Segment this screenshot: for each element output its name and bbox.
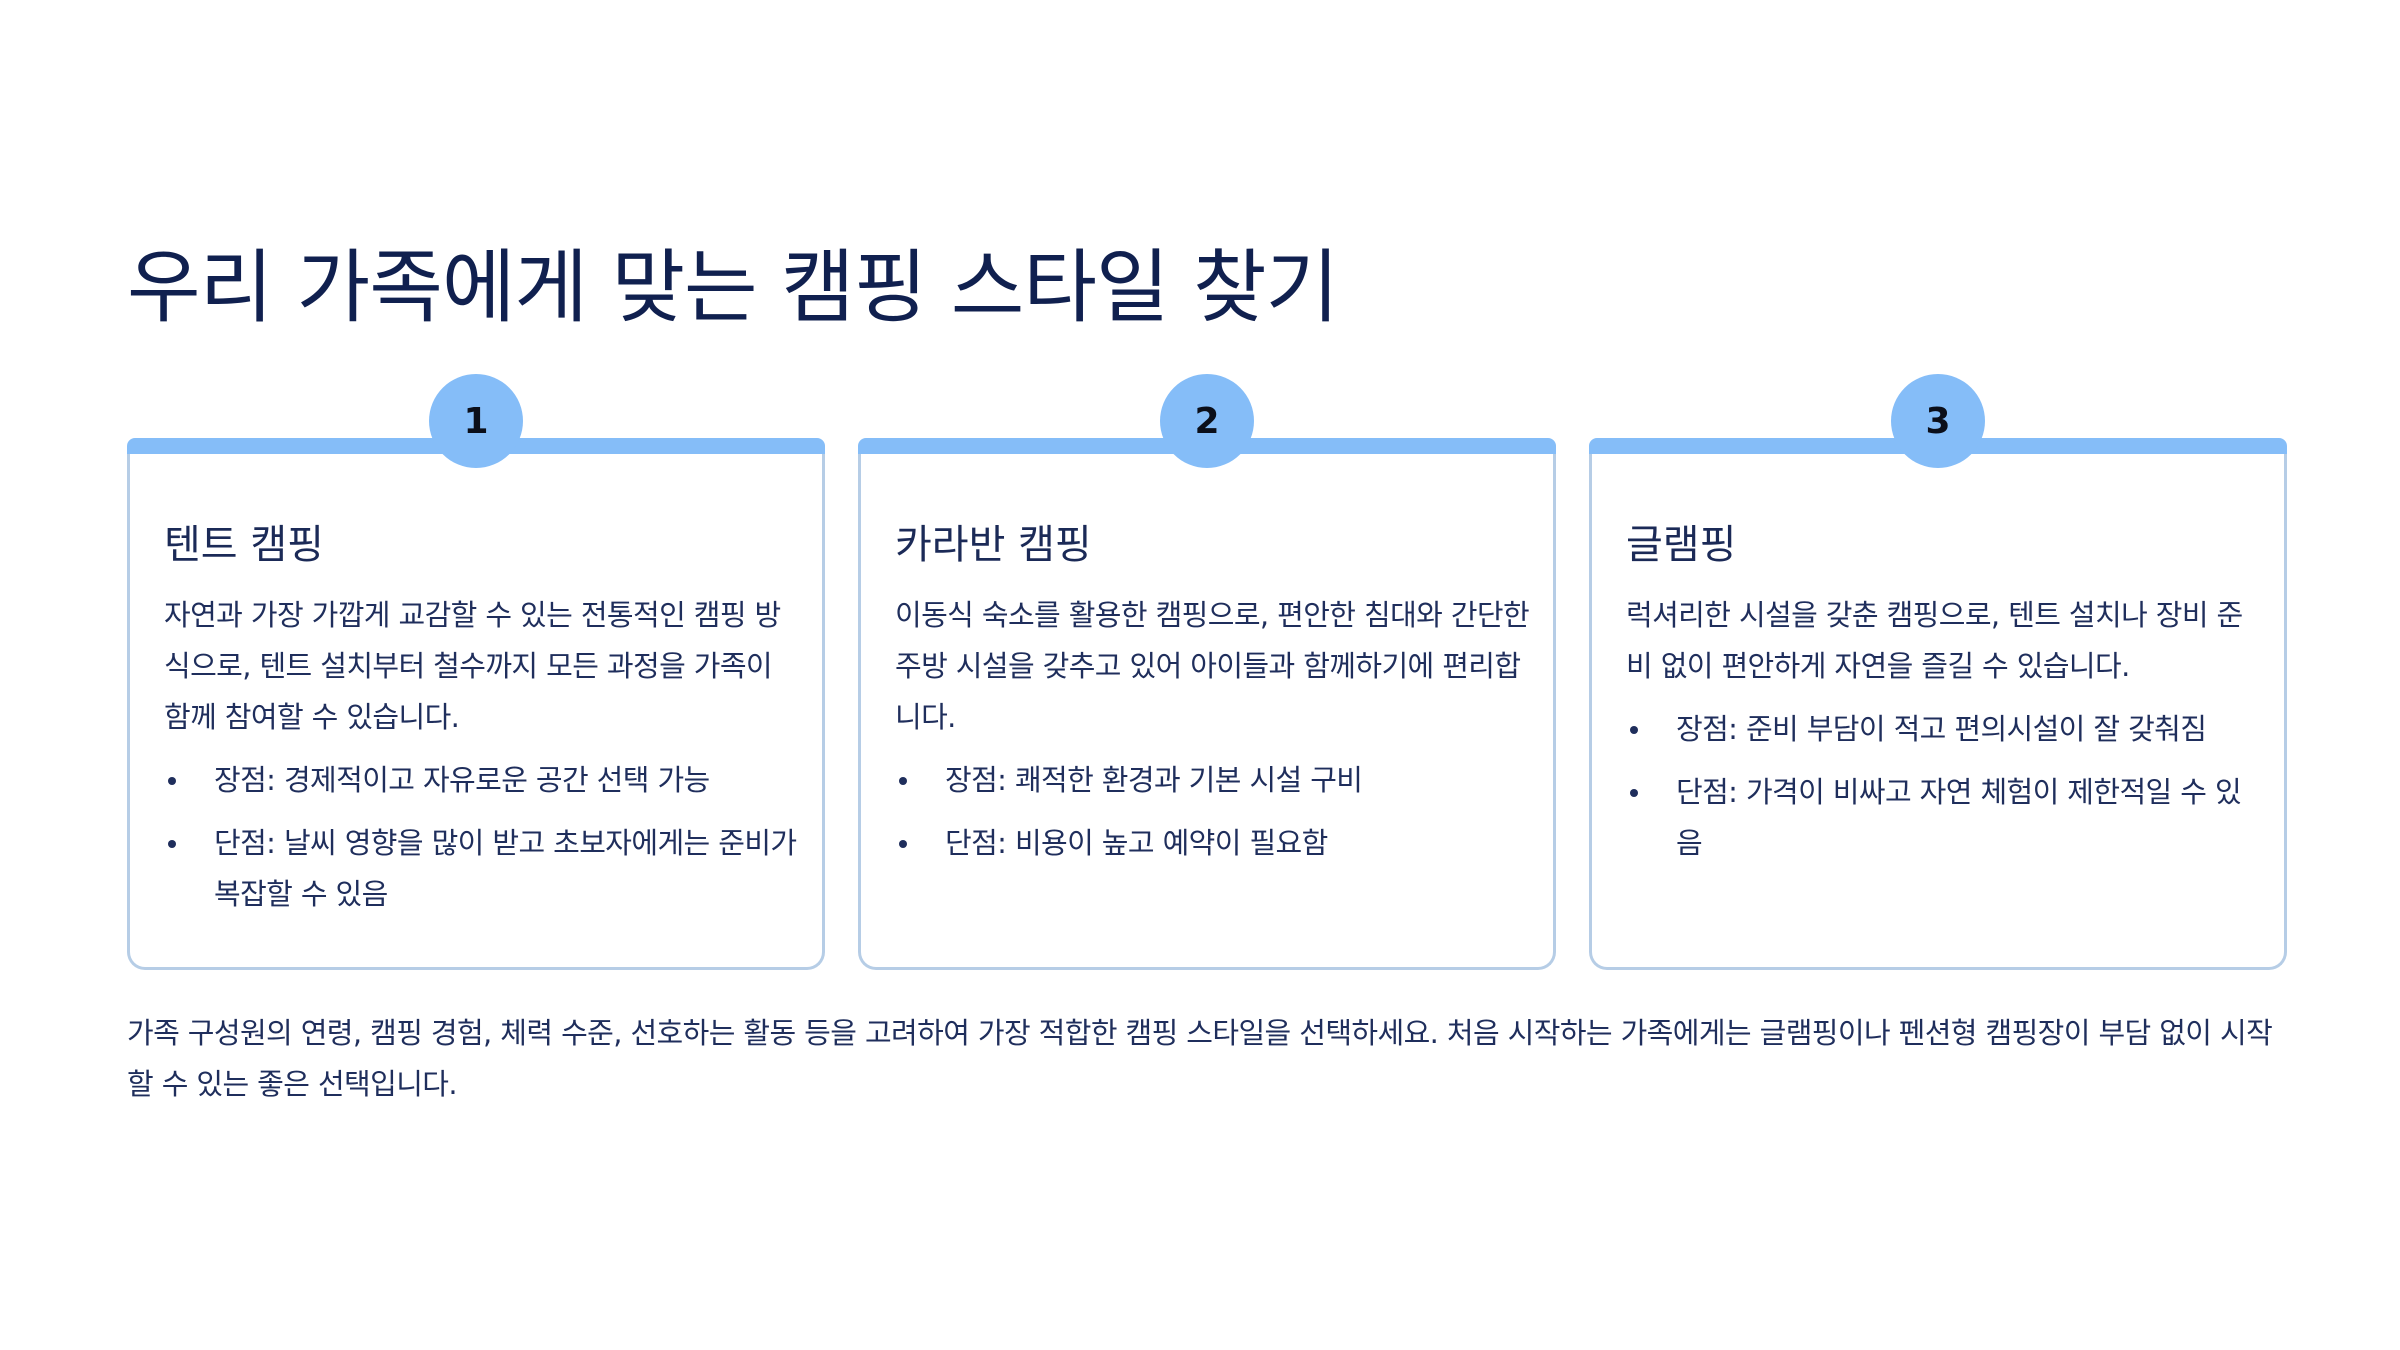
card-tent-camping: 1 텐트 캠핑 자연과 가장 가깝게 교감할 수 있는 전통적인 캠핑 방식으로… (127, 374, 825, 970)
card-description: 자연과 가장 가깝게 교감할 수 있는 전통적인 캠핑 방식으로, 텐트 설치부… (164, 598, 781, 734)
step-number-badge: 3 (1891, 374, 1985, 468)
card-body: 럭셔리한 시설을 갖춘 캠핑으로, 텐트 설치나 장비 준비 없이 편안하게 자… (1626, 590, 2266, 881)
card-description: 럭셔리한 시설을 갖춘 캠핑으로, 텐트 설치나 장비 준비 없이 편안하게 자… (1626, 598, 2243, 683)
card-title: 텐트 캠핑 (164, 522, 324, 568)
pros-text: 장점: 쾌적한 환경과 기본 시설 구비 (945, 763, 1363, 797)
pros-text: 장점: 준비 부담이 적고 편의시설이 잘 갖춰짐 (1676, 712, 2207, 746)
cons-text: 단점: 날씨 영향을 많이 받고 초보자에게는 준비가 복잡할 수 있음 (214, 826, 797, 911)
cons-text: 단점: 가격이 비싸고 자연 체험이 제한적일 수 있음 (1676, 775, 2242, 860)
card-description: 이동식 숙소를 활용한 캠핑으로, 편안한 침대와 간단한 주방 시설을 갖추고… (895, 598, 1530, 734)
card-title: 카라반 캠핑 (895, 522, 1092, 568)
list-item-pros: 장점: 준비 부담이 적고 편의시설이 잘 갖춰짐 (1626, 704, 2266, 755)
bullet-icon (899, 777, 907, 785)
card-title: 글램핑 (1626, 522, 1737, 568)
cons-text: 단점: 비용이 높고 예약이 필요함 (945, 826, 1328, 860)
list-item-cons: 단점: 비용이 높고 예약이 필요함 (895, 818, 1535, 869)
card-glamping: 3 글램핑 럭셔리한 시설을 갖춘 캠핑으로, 텐트 설치나 장비 준비 없이 … (1589, 374, 2287, 970)
list-item-cons: 단점: 가격이 비싸고 자연 체험이 제한적일 수 있음 (1626, 767, 2266, 869)
step-number-badge: 2 (1160, 374, 1254, 468)
footer-note: 가족 구성원의 연령, 캠핑 경험, 체력 수준, 선호하는 활동 등을 고려하… (127, 1016, 2273, 1101)
bullet-icon (168, 777, 176, 785)
list-item-pros: 장점: 경제적이고 자유로운 공간 선택 가능 (164, 755, 804, 806)
pros-cons-list: 장점: 준비 부담이 적고 편의시설이 잘 갖춰짐 단점: 가격이 비싸고 자연… (1626, 704, 2266, 869)
bullet-icon (168, 840, 176, 848)
bullet-icon (1630, 789, 1638, 797)
list-item-pros: 장점: 쾌적한 환경과 기본 시설 구비 (895, 755, 1535, 806)
bullet-icon (899, 840, 907, 848)
card-row: 1 텐트 캠핑 자연과 가장 가깝게 교감할 수 있는 전통적인 캠핑 방식으로… (127, 374, 2287, 976)
pros-cons-list: 장점: 쾌적한 환경과 기본 시설 구비 단점: 비용이 높고 예약이 필요함 (895, 755, 1535, 869)
list-item-cons: 단점: 날씨 영향을 많이 받고 초보자에게는 준비가 복잡할 수 있음 (164, 818, 804, 920)
card-caravan-camping: 2 카라반 캠핑 이동식 숙소를 활용한 캠핑으로, 편안한 침대와 간단한 주… (858, 374, 1556, 970)
card-body: 자연과 가장 가깝게 교감할 수 있는 전통적인 캠핑 방식으로, 텐트 설치부… (164, 590, 804, 932)
page-title: 우리 가족에게 맞는 캠핑 스타일 찾기 (127, 241, 1339, 334)
bullet-icon (1630, 726, 1638, 734)
pros-cons-list: 장점: 경제적이고 자유로운 공간 선택 가능 단점: 날씨 영향을 많이 받고… (164, 755, 804, 920)
pros-text: 장점: 경제적이고 자유로운 공간 선택 가능 (214, 763, 710, 797)
step-number-badge: 1 (429, 374, 523, 468)
card-body: 이동식 숙소를 활용한 캠핑으로, 편안한 침대와 간단한 주방 시설을 갖추고… (895, 590, 1535, 881)
